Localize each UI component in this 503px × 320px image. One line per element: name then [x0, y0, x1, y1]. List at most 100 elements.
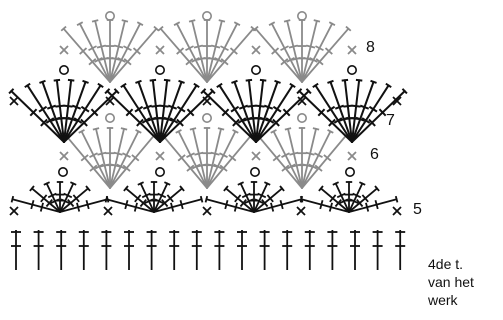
foundation-treble — [33, 230, 44, 270]
row7-fan — [8, 78, 120, 143]
treble-symbol — [255, 88, 312, 143]
row5-fan — [204, 181, 304, 213]
treble-symbol — [76, 21, 111, 83]
single-crochet-symbol — [392, 206, 402, 216]
treble-symbol — [206, 127, 225, 189]
single-crochet-symbol — [347, 151, 357, 161]
foundation-treble — [327, 230, 338, 270]
foundation-note-line1: 4de t. — [428, 256, 464, 272]
row-label-6: 6 — [370, 146, 379, 163]
single-crochet-symbol — [251, 151, 261, 161]
treble-symbol — [63, 88, 120, 143]
row8-fan — [157, 19, 257, 83]
treble-symbol — [297, 127, 307, 189]
chain-symbol — [155, 167, 166, 178]
foundation-treble — [11, 230, 21, 270]
treble-symbol — [104, 88, 161, 143]
foundation-note-line3: werk — [428, 292, 458, 308]
treble-symbol — [173, 21, 208, 83]
treble-symbol — [344, 181, 354, 213]
treble-symbol — [223, 185, 255, 213]
chain-symbol — [202, 113, 213, 124]
treble-symbol — [299, 195, 350, 213]
row6-fan — [63, 127, 157, 189]
single-crochet-symbol — [103, 206, 113, 216]
treble-symbol — [206, 129, 239, 189]
foundation-treble — [237, 230, 247, 270]
treble-symbol — [153, 181, 171, 213]
treble-symbol — [120, 82, 161, 143]
treble-symbol — [109, 19, 129, 83]
single-crochet-symbol — [251, 45, 261, 55]
treble-symbol — [153, 195, 204, 213]
treble-symbol — [123, 185, 155, 213]
treble-symbol — [249, 181, 259, 213]
foundation-treble — [214, 230, 225, 270]
treble-symbol — [202, 127, 212, 189]
treble-symbol — [149, 78, 162, 143]
single-crochet-symbol — [296, 206, 306, 216]
chain-symbol — [105, 113, 116, 124]
treble-symbol — [268, 21, 303, 83]
chain-symbol — [250, 167, 261, 178]
treble-symbol — [351, 82, 392, 143]
row7-fan — [200, 78, 312, 143]
foundation-treble — [78, 230, 89, 270]
single-crochet-symbol — [9, 206, 19, 216]
single-crochet-symbol — [297, 96, 307, 106]
foundation-treble — [372, 230, 383, 270]
treble-symbol — [255, 79, 281, 143]
row5-fan — [104, 181, 204, 213]
row-label-5: 5 — [413, 201, 422, 218]
treble-symbol — [351, 79, 377, 143]
single-crochet-symbol — [59, 45, 69, 55]
chain-symbol — [296, 11, 307, 21]
treble-symbol — [312, 82, 353, 143]
row6-fan — [160, 127, 254, 189]
treble-symbol — [175, 129, 208, 189]
single-crochet-symbol — [392, 96, 402, 106]
foundation-treble — [146, 230, 157, 270]
chain-symbol — [296, 113, 307, 124]
foundation-treble — [282, 230, 293, 270]
chain-symbol — [105, 11, 116, 21]
treble-symbol — [253, 181, 271, 213]
foundation-treble — [350, 230, 360, 270]
treble-symbol — [200, 88, 257, 143]
treble-symbol — [109, 21, 144, 83]
foundation-treble — [101, 230, 112, 270]
single-crochet-symbol — [202, 206, 212, 216]
treble-symbol — [206, 19, 226, 83]
row-7 — [8, 65, 408, 143]
foundation-treble — [169, 230, 180, 270]
treble-symbol — [137, 181, 155, 213]
treble-symbol — [109, 129, 142, 189]
treble-symbol — [296, 88, 353, 143]
treble-symbol — [301, 19, 321, 83]
chain-symbol — [58, 65, 69, 76]
foundation-treble — [191, 230, 202, 270]
chain-symbol — [251, 65, 262, 76]
row5-fan — [10, 181, 110, 213]
treble-symbol — [255, 82, 296, 143]
treble-symbol — [206, 25, 257, 83]
foundation-note: 4de t. van het werk — [428, 255, 474, 309]
foundation-treble — [56, 230, 67, 270]
treble-symbol — [159, 82, 200, 143]
treble-symbol — [8, 88, 65, 143]
single-crochet-symbol — [105, 96, 115, 106]
treble-symbol — [10, 195, 61, 213]
chain-symbol — [346, 65, 357, 76]
treble-symbol — [348, 181, 366, 213]
treble-symbol — [105, 127, 115, 189]
single-crochet-symbol — [155, 45, 165, 55]
treble-symbol — [24, 82, 65, 143]
treble-symbol — [216, 82, 257, 143]
treble-symbol — [351, 88, 408, 143]
treble-symbol — [332, 181, 350, 213]
treble-symbol — [159, 79, 185, 143]
row5-fan — [299, 181, 399, 213]
treble-symbol — [157, 25, 208, 83]
treble-symbol — [59, 185, 91, 213]
